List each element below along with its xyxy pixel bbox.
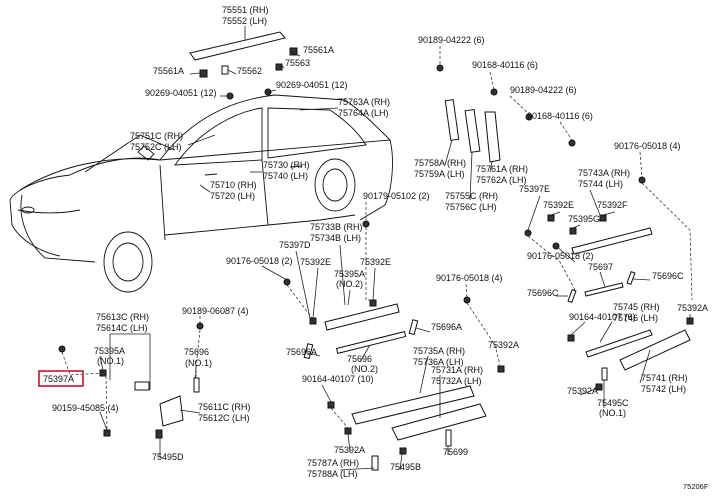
rocker-moulding-group [327,365,505,471]
part-label-p75762[interactable]: 75762A (LH) [476,175,527,185]
part-label-p75740[interactable]: 75740 (LH) [263,171,308,181]
part-label-p75392a_m[interactable]: 75392A [488,340,519,350]
part-label-p90176d[interactable]: 90176-05018 (4) [436,273,503,283]
part-label-p75392e_r[interactable]: 75392E [543,200,574,210]
part-label-p75745[interactable]: 75745 (RH) [613,302,660,312]
part-label-p75395a_l_n[interactable]: (NO.1) [97,356,124,366]
part-label-p90164b[interactable]: 90164-40107 (6) [569,312,636,322]
front-door-moulding-group [283,220,471,360]
leader-lines [61,26,693,471]
part-label-p75696a_r[interactable]: 75696A [431,322,462,332]
highlight-box [38,370,84,387]
part-label-p75395a_m[interactable]: 75395A [334,269,365,279]
part-label-p75562[interactable]: 75562 [237,66,262,76]
window-trims-group [436,64,646,184]
part-label-p75742[interactable]: 75742 (LH) [641,384,686,394]
part-label-p75755[interactable]: 75755C (RH) [445,191,498,201]
part-label-p90168b[interactable]: 90168-40116 (6) [527,111,593,121]
part-label-p75397d[interactable]: 75397D [279,240,311,250]
part-label-p75696a_l[interactable]: 75696A [286,347,317,357]
part-label-p75495c[interactable]: 75495C [597,398,629,408]
figure-code: 75206F [683,482,709,491]
part-label-p75744[interactable]: 75744 (LH) [578,179,623,189]
part-label-p75561a_l[interactable]: 75561A [153,66,184,76]
part-label-p75392a_bm[interactable]: 75392A [334,445,365,455]
part-label-p75696c_r[interactable]: 75696C [652,271,684,281]
part-label-p75733[interactable]: 75733B (RH) [310,222,363,232]
part-label-p90164a[interactable]: 90164-40107 (10) [302,374,374,384]
part-label-p75495d[interactable]: 75495D [152,452,184,462]
part-label-p75758[interactable]: 75758A (RH) [414,158,466,168]
part-labels: 75551 (RH)75552 (LH) 75561A 75561A 75562 755… [52,5,708,479]
part-label-p90176c[interactable]: 90176-05018 (2) [527,251,594,261]
part-label-p90176a[interactable]: 90176-05018 (4) [614,141,681,151]
part-label-p75730[interactable]: 75730 (RH) [263,160,310,170]
part-label-p75392e_m2[interactable]: 75392E [360,257,391,267]
part-label-p75611[interactable]: 75611C (RH) [198,402,250,412]
part-label-p90269a[interactable]: 90269-04051 (12) [145,88,217,98]
part-label-p75751[interactable]: 75751C (RH) [130,131,183,141]
part-label-p75395g[interactable]: 75395G [568,214,600,224]
part-label-p90176b[interactable]: 90176-05018 (2) [226,256,293,266]
part-label-p90189a[interactable]: 90189-04222 (6) [418,35,485,45]
part-label-p75495c_n[interactable]: (NO.1) [599,408,626,418]
part-label-p75731[interactable]: 75731A (RH) [431,365,483,375]
quarter-moulding-group [567,317,694,391]
part-label-p90189c[interactable]: 90189-06087 (4) [182,306,249,316]
part-label-p75759[interactable]: 75759A (LH) [414,169,465,179]
part-label-p75397e[interactable]: 75397E [519,184,550,194]
part-label-p75392a_r2[interactable]: 75392A [567,386,598,396]
part-label-p75395a_m_n[interactable]: (NO.2) [336,279,363,289]
part-label-p75696_l[interactable]: 75696 [184,347,209,357]
part-label-p75392a_r1[interactable]: 75392A [677,303,708,313]
part-label-p75710[interactable]: 75710 (RH) [210,180,257,190]
part-label-p90159[interactable]: 90159-45085 (4) [52,403,119,413]
part-label-p75746[interactable]: 75746 (LH) [613,313,658,323]
car-illustration [9,31,393,293]
part-label-p75699[interactable]: 75699 [443,447,468,457]
part-label-p75734[interactable]: 75734B (LH) [310,233,361,243]
part-label-p90269b[interactable]: 90269-04051 (12) [276,80,348,90]
part-label-p75395a_l[interactable]: 75395A [94,346,125,356]
part-label-p75552[interactable]: 75552 (LH) [222,16,267,26]
fender-moulding-group [58,322,204,439]
part-label-p75764[interactable]: 75764A (LH) [338,108,389,118]
part-label-p75720[interactable]: 75720 (LH) [210,191,255,201]
part-label-p75696_m[interactable]: 75696 [347,354,372,364]
part-label-p90168a[interactable]: 90168-40116 (6) [472,60,538,70]
part-label-p75788[interactable]: 75788A (LH) [307,469,358,479]
highlighted-part-number[interactable]: 75397A [43,374,74,384]
part-label-p75735[interactable]: 75735A (RH) [413,346,465,356]
part-label-p75696_m_n[interactable]: (NO.2) [351,364,378,374]
part-label-p90179[interactable]: 90179-05102 (2) [363,191,430,201]
part-label-p75743[interactable]: 75743A (RH) [578,168,630,178]
part-label-p75551[interactable]: 75551 (RH) [222,5,269,15]
part-label-p75741[interactable]: 75741 (RH) [641,373,688,383]
part-label-p75697[interactable]: 75697 [588,262,613,272]
part-label-p75763[interactable]: 75763A (RH) [338,97,390,107]
part-label-p75752[interactable]: 75752C (LH) [130,142,182,152]
part-label-p75736[interactable]: 75736A (LH) [413,357,464,367]
part-label-p75787[interactable]: 75787A (RH) [307,458,359,468]
part-label-p75561a_r[interactable]: 75561A [303,45,334,55]
part-label-p75392e_m1[interactable]: 75392E [300,257,331,267]
part-label-p90189b[interactable]: 90189-04222 (6) [510,85,577,95]
part-label-p75392f[interactable]: 75392F [597,200,628,210]
part-label-p75614[interactable]: 75614C (LH) [96,323,148,333]
part-label-p75761[interactable]: 75761A (RH) [476,164,528,174]
part-label-p75696_l_n[interactable]: (NO.1) [185,358,212,368]
part-label-p75732[interactable]: 75732A (LH) [431,376,482,386]
part-label-p75612[interactable]: 75612C (LH) [198,413,250,423]
part-label-p75613[interactable]: 75613C (RH) [96,312,149,322]
part-label-p75756[interactable]: 75756C (LH) [445,202,497,212]
rear-door-moulding-group [524,214,653,303]
highlighted-part[interactable]: 75397A [38,370,84,387]
part-label-p75495b[interactable]: 75495B [390,462,421,472]
part-label-p75696c_l[interactable]: 75696C [527,288,559,298]
part-label-p75563[interactable]: 75563 [285,58,310,68]
